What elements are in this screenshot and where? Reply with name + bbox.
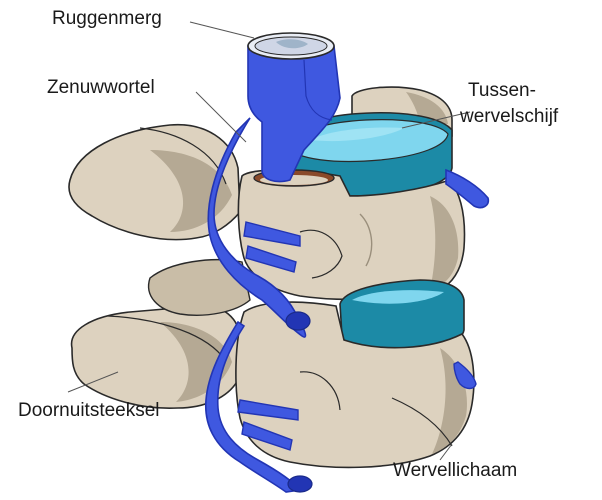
label-vertebral-body: Wervellichaam [393,460,517,482]
label-nerve-root: Zenuwwortel [47,77,155,99]
label-spinous-process: Doornuitsteeksel [18,400,160,422]
label-disc-line2: wervelschijf [460,106,558,128]
label-disc-line1: Tussen- [468,80,536,102]
leader-spinal-cord [190,22,254,38]
label-spinal-cord: Ruggenmerg [52,8,162,30]
